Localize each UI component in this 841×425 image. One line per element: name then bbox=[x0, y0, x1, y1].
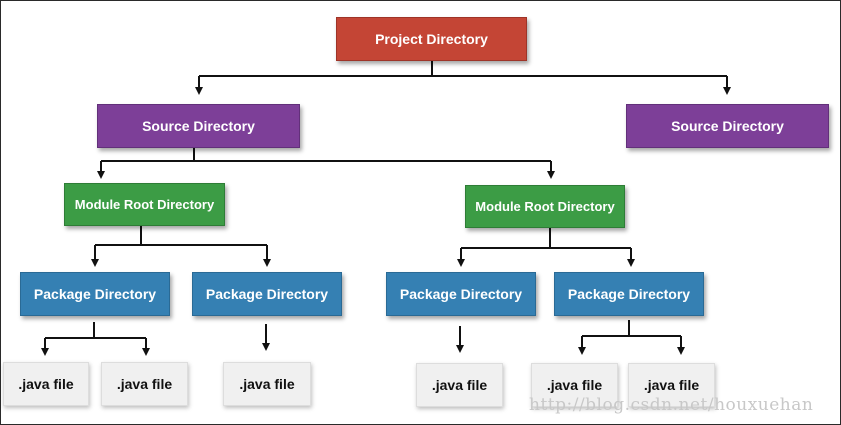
project-directory-node: Project Directory bbox=[336, 17, 527, 61]
project-connector-arrowhead-0 bbox=[195, 87, 203, 95]
java-file-node: .java file bbox=[223, 362, 311, 406]
package-1-connector-arrowhead-0 bbox=[41, 348, 49, 356]
module-right-connector-arrowhead-1 bbox=[627, 259, 635, 267]
module-right-connector-arrowhead-0 bbox=[457, 259, 465, 267]
package-3-connector-arrowhead bbox=[456, 345, 464, 353]
module-root-directory-node-left: Module Root Directory bbox=[64, 183, 225, 226]
project-connector-arrowhead-1 bbox=[723, 87, 731, 95]
java-file-node: .java file bbox=[531, 363, 618, 407]
watermark-url: http://blog.csdn.net/houxuehan bbox=[529, 395, 814, 415]
module-root-directory-node-right: Module Root Directory bbox=[465, 185, 625, 228]
java-file-node: .java file bbox=[101, 362, 188, 406]
source-directory-node-right: Source Directory bbox=[626, 104, 829, 148]
java-file-node: .java file bbox=[628, 363, 715, 407]
package-directory-node: Package Directory bbox=[554, 272, 704, 316]
java-file-node: .java file bbox=[416, 363, 503, 407]
package-1-connector-arrowhead-1 bbox=[142, 348, 150, 356]
module-left-connector-arrowhead-0 bbox=[91, 259, 99, 267]
package-directory-node: Package Directory bbox=[192, 272, 342, 316]
package-4-connector-arrowhead-1 bbox=[677, 347, 685, 355]
java-file-node: .java file bbox=[3, 362, 89, 406]
source-left-connector-arrowhead-1 bbox=[547, 171, 555, 179]
source-directory-node-left: Source Directory bbox=[97, 104, 300, 148]
package-directory-node: Package Directory bbox=[386, 272, 536, 316]
module-left-connector-arrowhead-1 bbox=[263, 259, 271, 267]
package-directory-node: Package Directory bbox=[20, 272, 170, 316]
source-left-connector-arrowhead-0 bbox=[97, 171, 105, 179]
package-4-connector-arrowhead-0 bbox=[578, 347, 586, 355]
package-2-connector-arrowhead bbox=[262, 343, 270, 351]
